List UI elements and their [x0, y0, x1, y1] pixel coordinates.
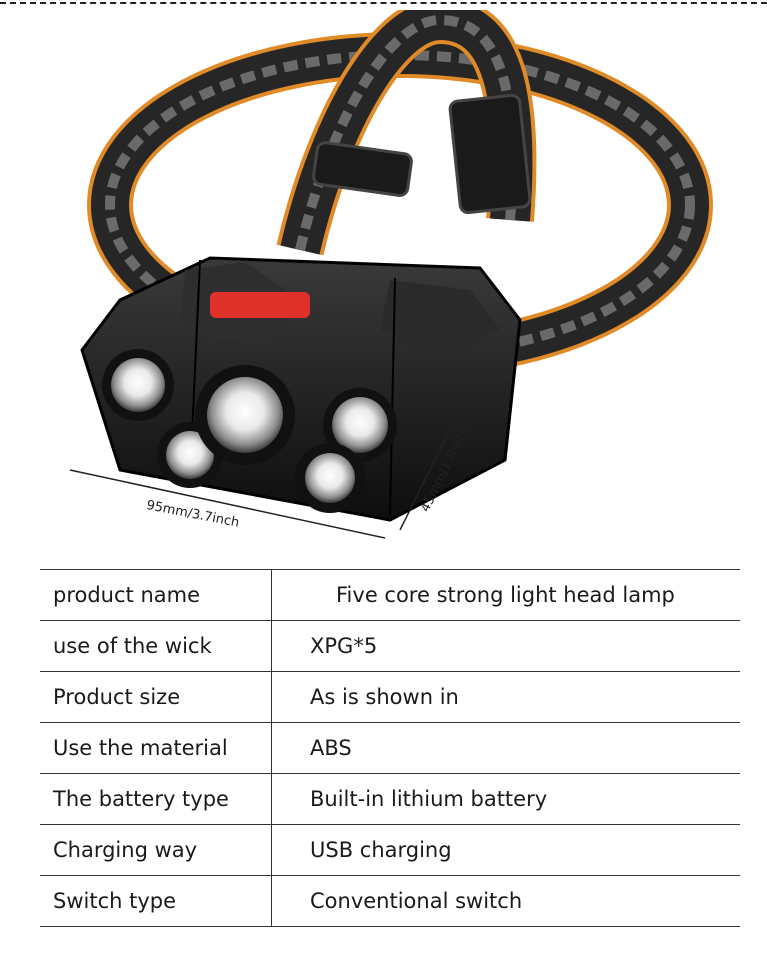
spec-value: Conventional switch: [271, 875, 740, 927]
spec-label: Use the material: [40, 722, 272, 774]
spec-value: Five core strong light head lamp: [271, 569, 740, 621]
table-row: Charging way USB charging: [40, 824, 740, 876]
spec-value: USB charging: [271, 824, 740, 876]
spec-value: Built-in lithium battery: [271, 773, 740, 825]
spec-value: XPG*5: [271, 620, 740, 672]
table-row: Switch type Conventional switch: [40, 875, 740, 927]
width-dimension-line: [69, 469, 386, 539]
spec-label: Charging way: [40, 824, 272, 876]
height-dimension-line: [399, 409, 461, 531]
table-row: The battery type Built-in lithium batter…: [40, 773, 740, 825]
spec-label: product name: [40, 569, 272, 621]
table-row: Product size As is shown in: [40, 671, 740, 723]
spec-value: As is shown in: [271, 671, 740, 723]
headlamp-product-image: [69, 10, 713, 539]
table-row: use of the wick XPG*5: [40, 620, 740, 672]
led-lenses: [102, 349, 397, 513]
table-row: Use the material ABS: [40, 722, 740, 774]
table-row: product name Five core strong light head…: [40, 569, 740, 621]
top-strap: [276, 10, 537, 256]
red-switch: [210, 292, 310, 318]
spec-label: Product size: [40, 671, 272, 723]
dashed-border-top: [0, 2, 767, 4]
spec-value: ABS: [271, 722, 740, 774]
spec-table: product name Five core strong light head…: [40, 569, 740, 927]
spec-label: Switch type: [40, 875, 272, 927]
spec-label: use of the wick: [40, 620, 272, 672]
spec-label: The battery type: [40, 773, 272, 825]
